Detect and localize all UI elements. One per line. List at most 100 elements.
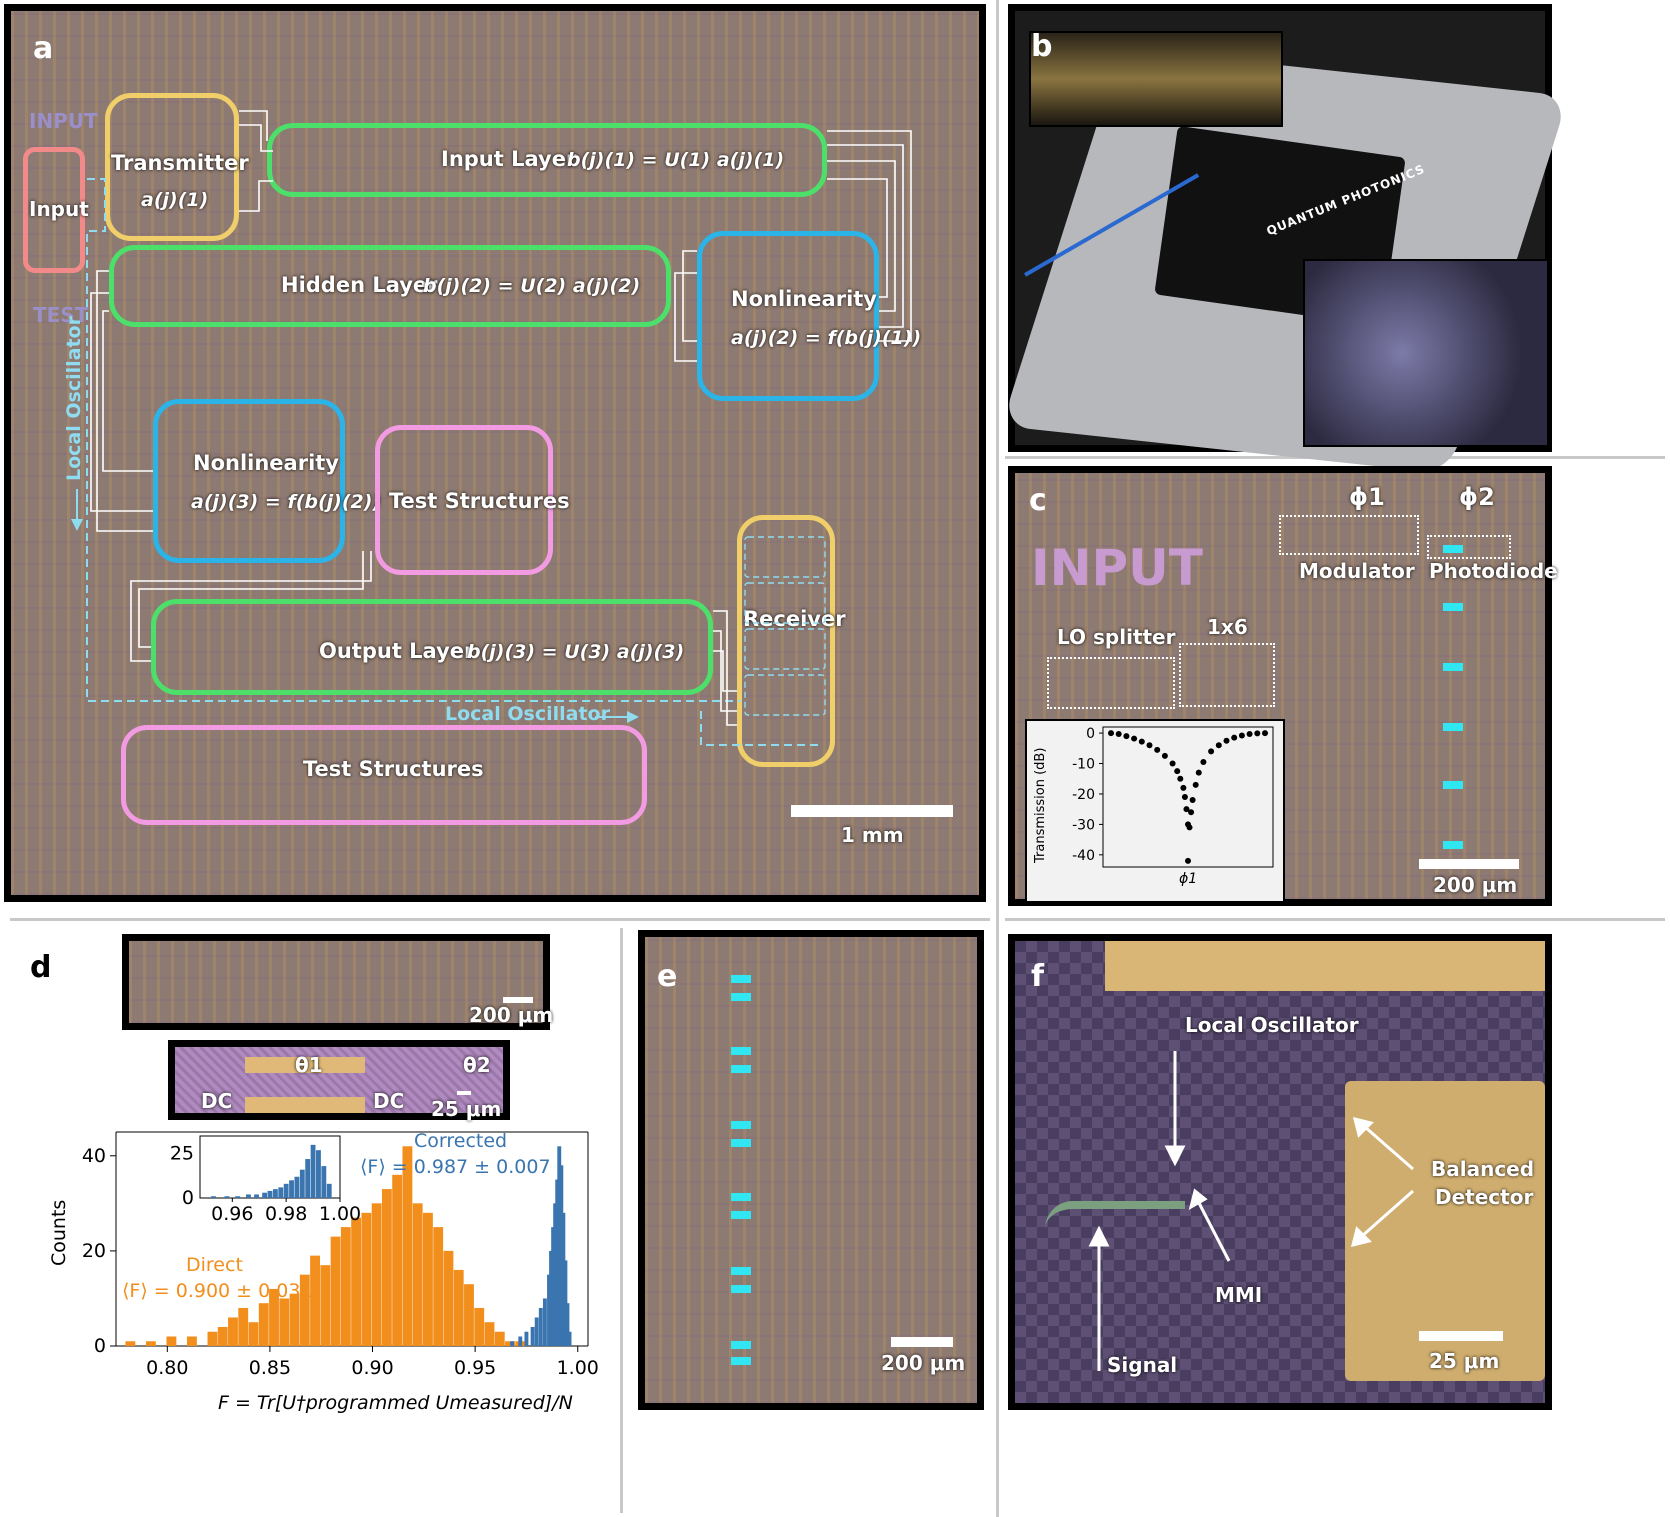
separator-horizontal-left bbox=[10, 918, 990, 921]
inset-bar bbox=[254, 1194, 259, 1198]
transmission-point bbox=[1123, 733, 1130, 740]
panel-c-scale-bar bbox=[1419, 859, 1519, 869]
hidden-layer-box bbox=[109, 245, 671, 327]
input-layer-box bbox=[267, 123, 827, 197]
y-tick-label: 0 bbox=[94, 1335, 106, 1357]
transmission-point bbox=[1154, 746, 1161, 753]
modulator-label: Modulator bbox=[1299, 559, 1415, 583]
test-structures-2-label: Test Structures bbox=[303, 757, 484, 781]
transmission-point bbox=[1161, 752, 1168, 759]
modulator-dotted-box bbox=[1279, 515, 1419, 555]
transmission-y-tick-label: 0 bbox=[1086, 726, 1095, 742]
transmission-xlabel: ϕ1 bbox=[1179, 871, 1198, 887]
histogram-bar-direct bbox=[453, 1269, 464, 1346]
transmission-point bbox=[1223, 737, 1230, 744]
test-structures-1-label: Test Structures bbox=[389, 489, 570, 513]
transmission-point bbox=[1231, 734, 1238, 741]
output-layer-equation: b(j)(3) = U(3) a(j)(3) bbox=[467, 641, 685, 663]
nonlinearity-1-label: Nonlinearity bbox=[731, 287, 877, 311]
histogram-bar-corrected bbox=[553, 1203, 558, 1346]
histogram-bar-direct bbox=[125, 1341, 136, 1346]
inset-bar bbox=[272, 1189, 278, 1198]
output-layer-label: Output Layer bbox=[319, 639, 475, 663]
histogram-bar-corrected bbox=[549, 1250, 554, 1346]
histogram-bar-direct bbox=[166, 1336, 177, 1346]
transmission-point bbox=[1115, 731, 1122, 737]
chip-input-text: INPUT bbox=[29, 109, 98, 133]
histogram-bar-corrected bbox=[510, 1341, 515, 1346]
histogram-bar-direct bbox=[505, 1341, 515, 1346]
inset-bar bbox=[321, 1166, 327, 1198]
inset-bar bbox=[283, 1183, 289, 1198]
histogram-bar-direct bbox=[371, 1203, 382, 1346]
dc2-label: DC bbox=[373, 1089, 405, 1113]
transmission-inset-plot: 0-10-20-30-40 bbox=[1072, 726, 1274, 868]
histogram-bar-corrected bbox=[524, 1331, 529, 1346]
histogram-bar-direct bbox=[258, 1303, 269, 1346]
split-dotted-box bbox=[1179, 643, 1275, 707]
nonlinearity-1-equation: a(j)(2) = f(b(j)(1)) bbox=[731, 327, 922, 349]
inset-bar bbox=[326, 1183, 332, 1198]
lo-splitter-dotted-box bbox=[1047, 657, 1175, 709]
histogram-bar-direct bbox=[402, 1146, 413, 1346]
panel-f-scale-label: 25 μm bbox=[1429, 1349, 1500, 1373]
balanced-detector-label-line1: Balanced bbox=[1431, 1157, 1535, 1181]
inset-x-tick-label: 0.96 bbox=[211, 1203, 253, 1225]
local-oscillator-routing bbox=[71, 110, 912, 746]
panel-b-photo: QUANTUM PHOTONICS b bbox=[1001, 4, 1569, 475]
transmission-y-tick-label: -30 bbox=[1072, 817, 1095, 833]
inset-x-tick-label: 0.98 bbox=[265, 1203, 307, 1225]
transmission-point bbox=[1238, 732, 1245, 739]
photodiode-label: Photodiode bbox=[1429, 559, 1558, 583]
transmission-point bbox=[1192, 781, 1199, 788]
nonlinearity-1-box bbox=[697, 231, 879, 401]
histogram-bar-direct bbox=[443, 1250, 454, 1346]
x-tick-label: 0.80 bbox=[146, 1357, 188, 1379]
balanced-detector-label-line2: Detector bbox=[1435, 1185, 1534, 1209]
corrected-label: Corrected bbox=[414, 1130, 508, 1152]
histogram-bar-corrected bbox=[547, 1274, 551, 1346]
panel-f-micrograph: f Local Oscillator Balanced Detector MMI… bbox=[1008, 934, 1552, 1410]
chip-test-text: TEST bbox=[33, 303, 89, 327]
histogram-bar-direct bbox=[310, 1255, 320, 1346]
transmission-ylabel: Transmission (dB) bbox=[1033, 747, 1048, 863]
panel-f-arrows bbox=[1088, 1051, 1414, 1371]
histogram-bar-direct bbox=[145, 1341, 156, 1346]
test-structures-1-box bbox=[375, 425, 553, 575]
inset-bar bbox=[246, 1194, 251, 1198]
direct-label: Direct bbox=[186, 1254, 243, 1276]
histogram-bar-direct bbox=[474, 1307, 485, 1346]
x-tick-label: 0.95 bbox=[454, 1357, 496, 1379]
transmitter-box bbox=[105, 93, 239, 241]
inset-bar bbox=[310, 1144, 316, 1198]
output-layer-box bbox=[151, 599, 713, 695]
histogram-xlabel: F = Tr[U†programmed Umeasured]/N bbox=[218, 1392, 573, 1414]
inset-bar bbox=[211, 1196, 216, 1198]
transmission-point bbox=[1208, 748, 1215, 755]
inset-bar bbox=[267, 1190, 273, 1198]
transmission-point bbox=[1131, 735, 1138, 742]
transmission-y-tick-label: -40 bbox=[1072, 848, 1095, 864]
signal-label: Signal bbox=[1107, 1353, 1178, 1377]
transmission-point bbox=[1146, 742, 1153, 749]
histogram-bar-corrected bbox=[551, 1227, 556, 1346]
histogram-bar-direct bbox=[217, 1326, 228, 1346]
inset-y-tick-label: 0 bbox=[182, 1187, 194, 1209]
direct-value: ⟨F⟩ = 0.900 ± 0.031 bbox=[122, 1280, 313, 1302]
inset-chip-top-photo bbox=[1303, 259, 1549, 447]
transmission-y-tick-label: -10 bbox=[1072, 757, 1095, 773]
phi1-label: ϕ1 bbox=[1349, 483, 1385, 511]
signal-waveguide bbox=[1045, 1201, 1185, 1229]
metal-pad-top bbox=[1105, 941, 1545, 991]
separator-vertical-bottom bbox=[620, 928, 623, 1513]
lo-splitter-label: LO splitter bbox=[1057, 625, 1176, 649]
transmission-point bbox=[1108, 730, 1114, 737]
inset-bar bbox=[278, 1187, 284, 1198]
histogram-bar-corrected bbox=[563, 1260, 568, 1346]
x-tick-label: 0.85 bbox=[249, 1357, 291, 1379]
histogram-bar-direct bbox=[412, 1203, 423, 1346]
transmission-point bbox=[1200, 759, 1207, 765]
corrected-value: ⟨F⟩ = 0.987 ± 0.007 bbox=[360, 1156, 551, 1178]
mzi-lower-arm bbox=[245, 1097, 365, 1113]
